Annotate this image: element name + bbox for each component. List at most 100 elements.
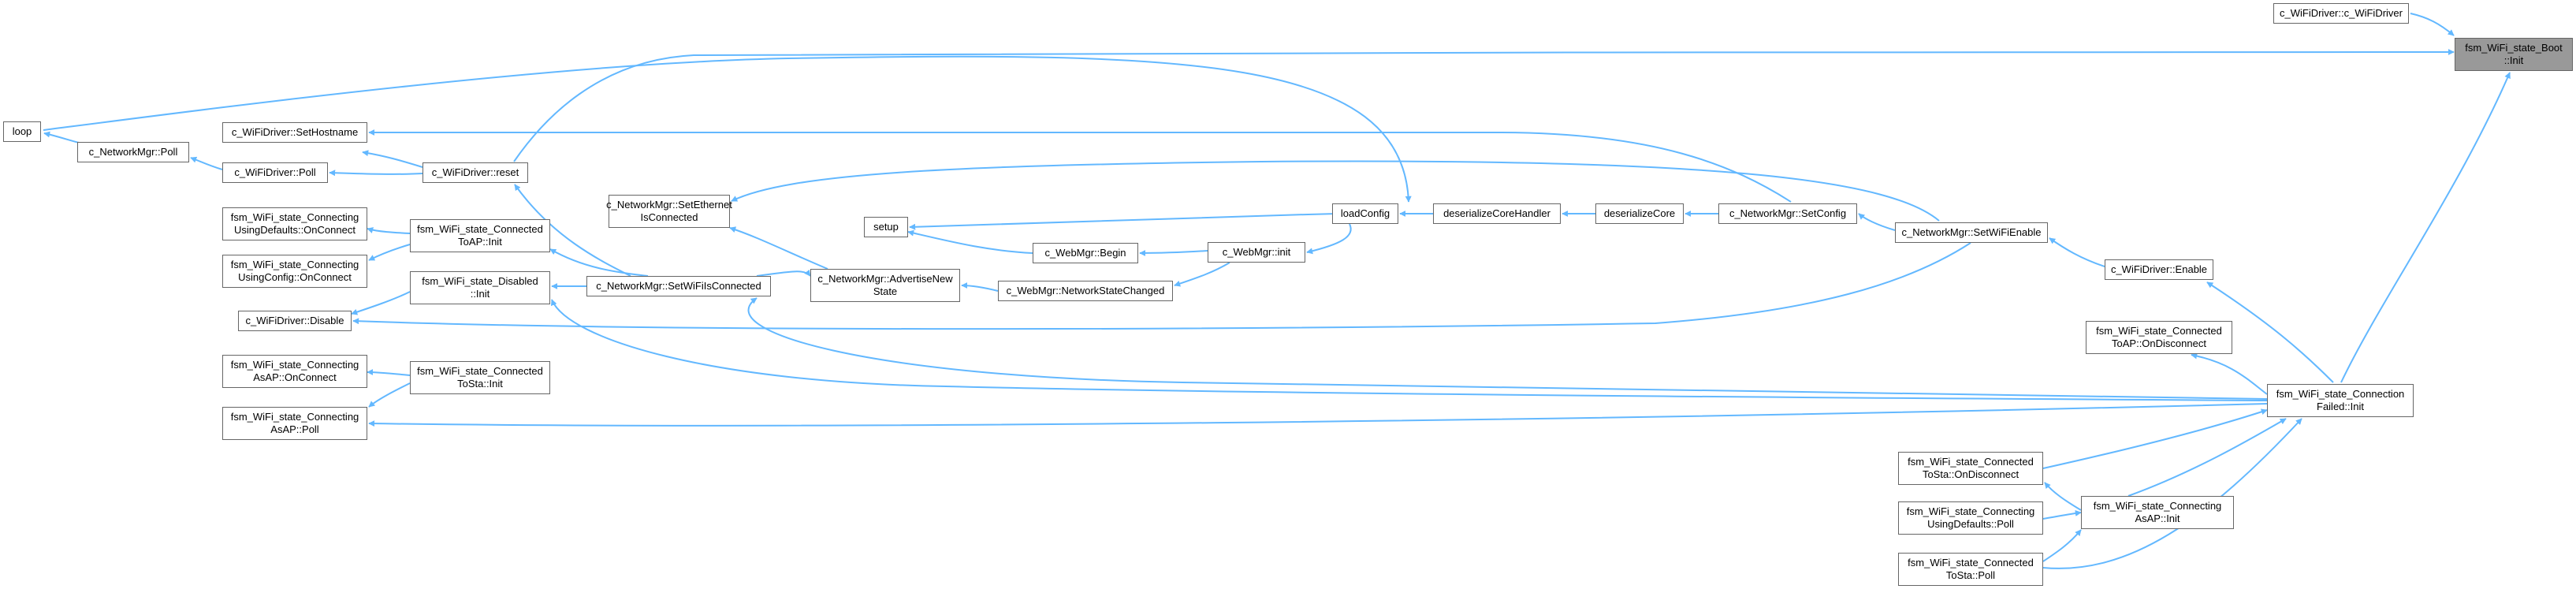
call-edge (747, 297, 2268, 400)
node-label-line: fsm_WiFi_state_Connecting (1906, 505, 2035, 517)
node-loop[interactable]: loop (3, 121, 41, 142)
node-label-line: c_WiFiDriver::Poll (234, 166, 316, 178)
node-wifidriver-disable[interactable]: c_WiFiDriver::Disable (238, 311, 352, 331)
node-label-line: c_WiFiDriver::SetHostname (231, 126, 359, 138)
node-label-line: fsm_WiFi_state_Disabled (422, 275, 538, 287)
call-edge (368, 244, 411, 261)
call-edge (1306, 223, 1352, 255)
call-edge (43, 55, 1412, 203)
node-label-line: setup (873, 221, 899, 233)
call-edge (2042, 529, 2082, 562)
call-edge (514, 184, 631, 277)
node-label-line: loadConfig (1340, 207, 1390, 219)
node-webmgr-networkstatechanged[interactable]: c_WebMgr::NetworkStateChanged (998, 281, 1173, 301)
node-label-line: fsm_WiFi_state_Connected (417, 223, 543, 235)
node-label-line: fsm_WiFi_state_Connecting (230, 411, 359, 423)
node-label-line: c_NetworkMgr::SetWiFiEnable (1901, 226, 2042, 238)
call-edge (368, 403, 2268, 427)
node-label-line: AsAP::OnConnect (253, 371, 337, 383)
node-deserializecorehandler[interactable]: deserializeCoreHandler (1433, 203, 1561, 224)
call-edge (2340, 72, 2511, 383)
call-edge (1174, 262, 1230, 287)
node-networkmgr-poll[interactable]: c_NetworkMgr::Poll (77, 142, 189, 162)
node-label-line: State (873, 285, 898, 297)
node-wifidriver-poll[interactable]: c_WiFiDriver::Poll (222, 162, 328, 183)
call-edge (2049, 237, 2105, 267)
node-label-line: UsingConfig::OnConnect (238, 271, 352, 283)
call-edge (2042, 509, 2082, 520)
node-setup[interactable]: setup (864, 217, 908, 237)
call-edge (2044, 482, 2082, 511)
node-label-line: c_NetworkMgr::AdvertiseNew (817, 273, 953, 285)
call-edge (329, 170, 423, 177)
node-deserializecore[interactable]: deserializeCore (1595, 203, 1684, 224)
node-label-line: c_WiFiDriver::Enable (2110, 263, 2208, 275)
call-edge (2042, 418, 2302, 569)
node-label-line: c_NetworkMgr::SetWiFiIsConnected (596, 280, 761, 292)
node-wifidriver-reset[interactable]: c_WiFiDriver::reset (423, 162, 528, 183)
node-wifidriver-sethostname[interactable]: c_WiFiDriver::SetHostname (222, 122, 367, 143)
call-edge (907, 229, 1033, 254)
call-edge (367, 369, 411, 376)
node-networkmgr-setwifienable[interactable]: c_NetworkMgr::SetWiFiEnable (1895, 222, 2048, 243)
node-webmgr-begin[interactable]: c_WebMgr::Begin (1033, 243, 1138, 263)
node-label-line: deserializeCore (1603, 207, 1676, 219)
node-webmgr-init[interactable]: c_WebMgr::init (1208, 242, 1305, 263)
node-label-line: c_WiFiDriver::Disable (245, 315, 344, 326)
call-edge (731, 160, 1940, 222)
call-edge (2410, 13, 2455, 36)
call-edge (2042, 408, 2268, 469)
call-edge (2191, 352, 2268, 395)
node-label-line: c_NetworkMgr::Poll (88, 146, 178, 158)
node-label-line: fsm_WiFi_state_Connection (2276, 388, 2405, 400)
call-edge (1139, 249, 1208, 256)
node-label-line: deserializeCoreHandler (1443, 207, 1550, 219)
call-edge (1858, 213, 1896, 231)
node-label-line: ToSta::Init (457, 378, 503, 390)
node-loadconfig[interactable]: loadConfig (1332, 203, 1398, 224)
node-label-line: c_WiFiDriver::c_WiFiDriver (2280, 7, 2403, 19)
node-label-line: c_WebMgr::Begin (1044, 247, 1126, 259)
node-wifidriver-enable[interactable]: c_WiFiDriver::Enable (2105, 259, 2213, 280)
call-edge (367, 227, 411, 234)
node-label-line: fsm_WiFi_state_Connected (2096, 325, 2222, 337)
call-edge (43, 131, 80, 144)
node-label-line: fsm_WiFi_state_Boot (2465, 42, 2563, 54)
node-boot-init: fsm_WiFi_state_Boot::Init (2455, 38, 2573, 71)
call-edge (352, 242, 1971, 330)
node-label-line: IsConnected (640, 211, 698, 223)
node-label-line: ::Init (470, 288, 490, 300)
node-networkmgr-setwifiisconnected[interactable]: c_NetworkMgr::SetWiFiIsConnected (586, 276, 771, 296)
node-networkmgr-setconfig[interactable]: c_NetworkMgr::SetConfig (1718, 203, 1857, 224)
call-edge (2127, 418, 2287, 497)
node-label-line: c_NetworkMgr::SetConfig (1729, 207, 1847, 219)
call-edge (362, 150, 423, 168)
node-label-line: UsingDefaults::Poll (1927, 518, 2014, 530)
call-edge (729, 226, 828, 270)
node-disabled-init[interactable]: fsm_WiFi_state_Disabled::Init (410, 271, 550, 304)
node-label-line: ToAP::OnDisconnect (2112, 337, 2206, 349)
call-edge (513, 49, 2455, 162)
node-label-line: fsm_WiFi_state_Connecting (230, 211, 359, 223)
call-edge (190, 156, 223, 170)
call-edge (550, 299, 2268, 401)
node-c-wifidriver-ctor[interactable]: c_WiFiDriver::c_WiFiDriver (2273, 3, 2409, 24)
node-label-line: c_WebMgr::NetworkStateChanged (1006, 285, 1165, 296)
call-edge (2206, 281, 2334, 383)
node-label-line: fsm_WiFi_state_Connected (417, 365, 543, 377)
